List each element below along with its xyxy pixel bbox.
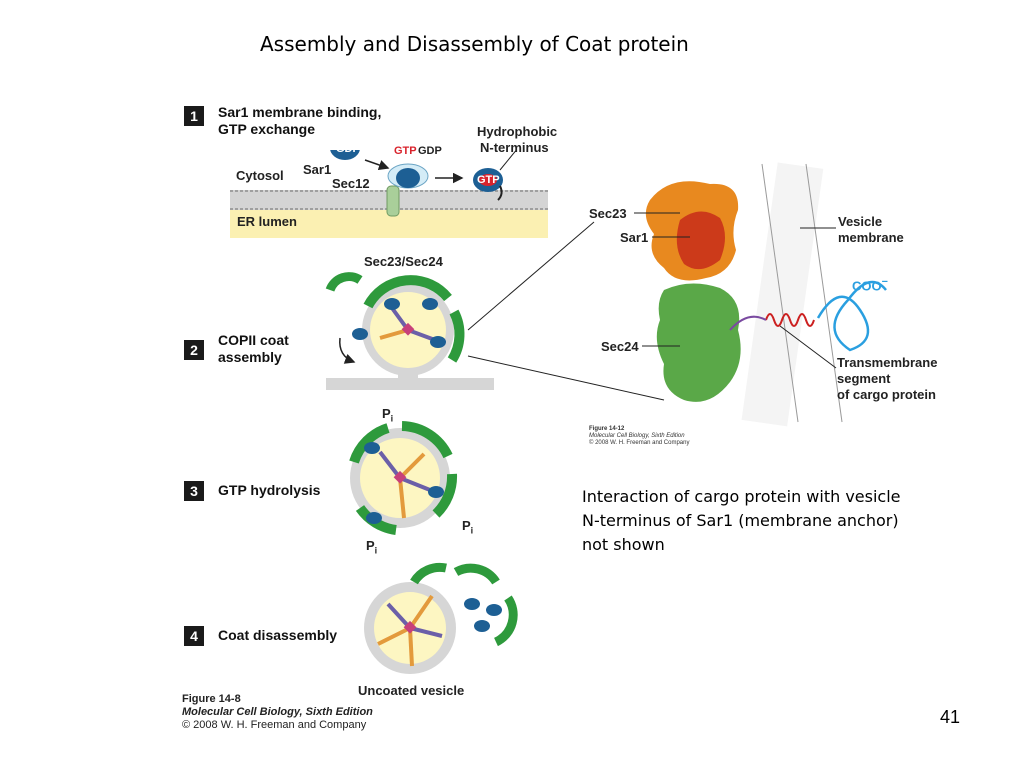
- note-line-3: not shown: [582, 535, 665, 554]
- step-3-coated-vesicle: [349, 421, 458, 535]
- figure-14-8-caption-line2: Molecular Cell Biology, Sixth Edition: [182, 706, 373, 718]
- pi-label-top-sub: i: [390, 413, 394, 424]
- page-number: 41: [940, 707, 961, 727]
- transmembrane-label-line1: Transmembrane: [837, 355, 938, 370]
- pi-label-bottom: Pi: [366, 538, 377, 559]
- released-coat-3: [493, 595, 518, 647]
- hydrophobic-label-line2: N-terminus: [480, 140, 549, 155]
- coo-label: COO−: [852, 274, 888, 294]
- sar1-in-coat-icon: [384, 298, 400, 310]
- step-4-number: 4: [184, 626, 204, 646]
- note-line-1: Interaction of cargo protein with vesicl…: [582, 487, 901, 506]
- sar1-protein: [676, 211, 725, 270]
- step-3-label: GTP hydrolysis: [218, 482, 320, 499]
- copii-coat-right: [447, 309, 465, 363]
- step-1-label-line2: GTP exchange: [218, 121, 316, 137]
- pi-label-bottom-main: P: [366, 538, 375, 553]
- step-4-label-line1: Coat disassembly: [218, 627, 338, 643]
- pi-label-right-sub: i: [470, 525, 474, 536]
- slide-title: Assembly and Disassembly of Coat protein: [260, 32, 689, 56]
- step-3-number: 3: [184, 481, 204, 501]
- free-coat-subunit: [325, 272, 363, 292]
- step-2-budding-vesicle: [325, 272, 494, 390]
- pi-label-top-main: P: [382, 406, 391, 421]
- pi-label-top: Pi: [382, 406, 393, 427]
- step-2-label-line2: assembly: [218, 349, 282, 365]
- note-line-2: N-terminus of Sar1 (membrane anchor): [582, 511, 899, 530]
- hydrophobic-label-line1: Hydrophobic: [477, 124, 558, 139]
- sec12-anchor: [386, 185, 400, 217]
- pi-label-right-main: P: [462, 518, 471, 533]
- sar1-on-sec12-icon: [396, 168, 420, 188]
- figure-14-12-caption-line2: Molecular Cell Biology, Sixth Edition: [589, 433, 685, 439]
- hydrophobic-n-terminus: [497, 185, 503, 201]
- step-1-number: 1: [184, 106, 204, 126]
- released-coat-1: [410, 562, 447, 585]
- sar1-structure-label: Sar1: [620, 230, 649, 245]
- sec23-label: Sec23: [589, 206, 627, 221]
- gtp-bound-label: GTP: [477, 174, 500, 186]
- transmembrane-label-line2: segment: [837, 371, 891, 386]
- step-4-label: Coat disassembly: [218, 627, 337, 644]
- sar1-label: Sar1: [303, 162, 332, 177]
- step-2-label: COPII coat assembly: [218, 332, 289, 366]
- step-1-label: Sar1 membrane binding, GTP exchange: [218, 104, 381, 138]
- donor-membrane: [326, 378, 494, 390]
- coo-label-sup: −: [881, 276, 888, 288]
- vesicle-membrane-label-line2: membrane: [838, 230, 904, 245]
- sar1-gdp-icon: [330, 150, 360, 160]
- arrow-sar1-to-sec12: [364, 159, 390, 171]
- gdp-label: GDP: [336, 143, 360, 155]
- sec24-label: Sec24: [601, 339, 639, 354]
- transmembrane-helix: [765, 313, 815, 327]
- cargo-interaction-note: Interaction of cargo protein with vesicl…: [582, 485, 901, 557]
- released-coat-2: [453, 563, 500, 585]
- figure-14-8-caption-line3: © 2008 W. H. Freeman and Company: [182, 719, 367, 731]
- figure-14-12-caption-line3: © 2008 W. H. Freeman and Company: [589, 440, 690, 446]
- uncoated-vesicle-label: Uncoated vesicle: [358, 683, 465, 698]
- figure-14-8-caption: Figure 14-8 Molecular Cell Biology, Sixt…: [182, 693, 373, 732]
- er-lumen-label: ER lumen: [237, 214, 297, 229]
- sec12-label: Sec12: [332, 176, 370, 191]
- pi-label-bottom-sub: i: [374, 545, 378, 556]
- cargo-cytoplasmic-tail: [816, 280, 887, 352]
- figure-14-12-caption: Figure 14-12 Molecular Cell Biology, Six…: [589, 426, 689, 447]
- sec24-protein: [656, 283, 741, 402]
- step-3-label-line1: GTP hydrolysis: [218, 482, 321, 498]
- transmembrane-label-line3: of cargo protein: [837, 387, 936, 402]
- step-2-number: 2: [184, 340, 204, 360]
- step-1-membrane-diagram: [230, 150, 548, 238]
- figure-14-12-caption-line1: Figure 14-12: [589, 426, 625, 432]
- step-1-label-line1: Sar1 membrane binding,: [218, 104, 382, 120]
- gdp-free-label: GDP: [418, 145, 442, 157]
- figure-14-8-caption-line1: Figure 14-8: [182, 693, 241, 705]
- step-4-uncoated-vesicle: [364, 562, 518, 674]
- step-2-label-line1: COPII coat: [218, 332, 289, 348]
- copii-coat-top: [363, 275, 452, 309]
- sec23-sec24-label: Sec23/Sec24: [364, 254, 443, 269]
- cytosol-label: Cytosol: [236, 168, 284, 183]
- gtp-label: GTP: [394, 145, 417, 157]
- pi-label-right: Pi: [462, 518, 473, 539]
- vesicle-membrane-label-line1: Vesicle: [838, 214, 883, 229]
- coo-label-main: COO: [852, 278, 882, 294]
